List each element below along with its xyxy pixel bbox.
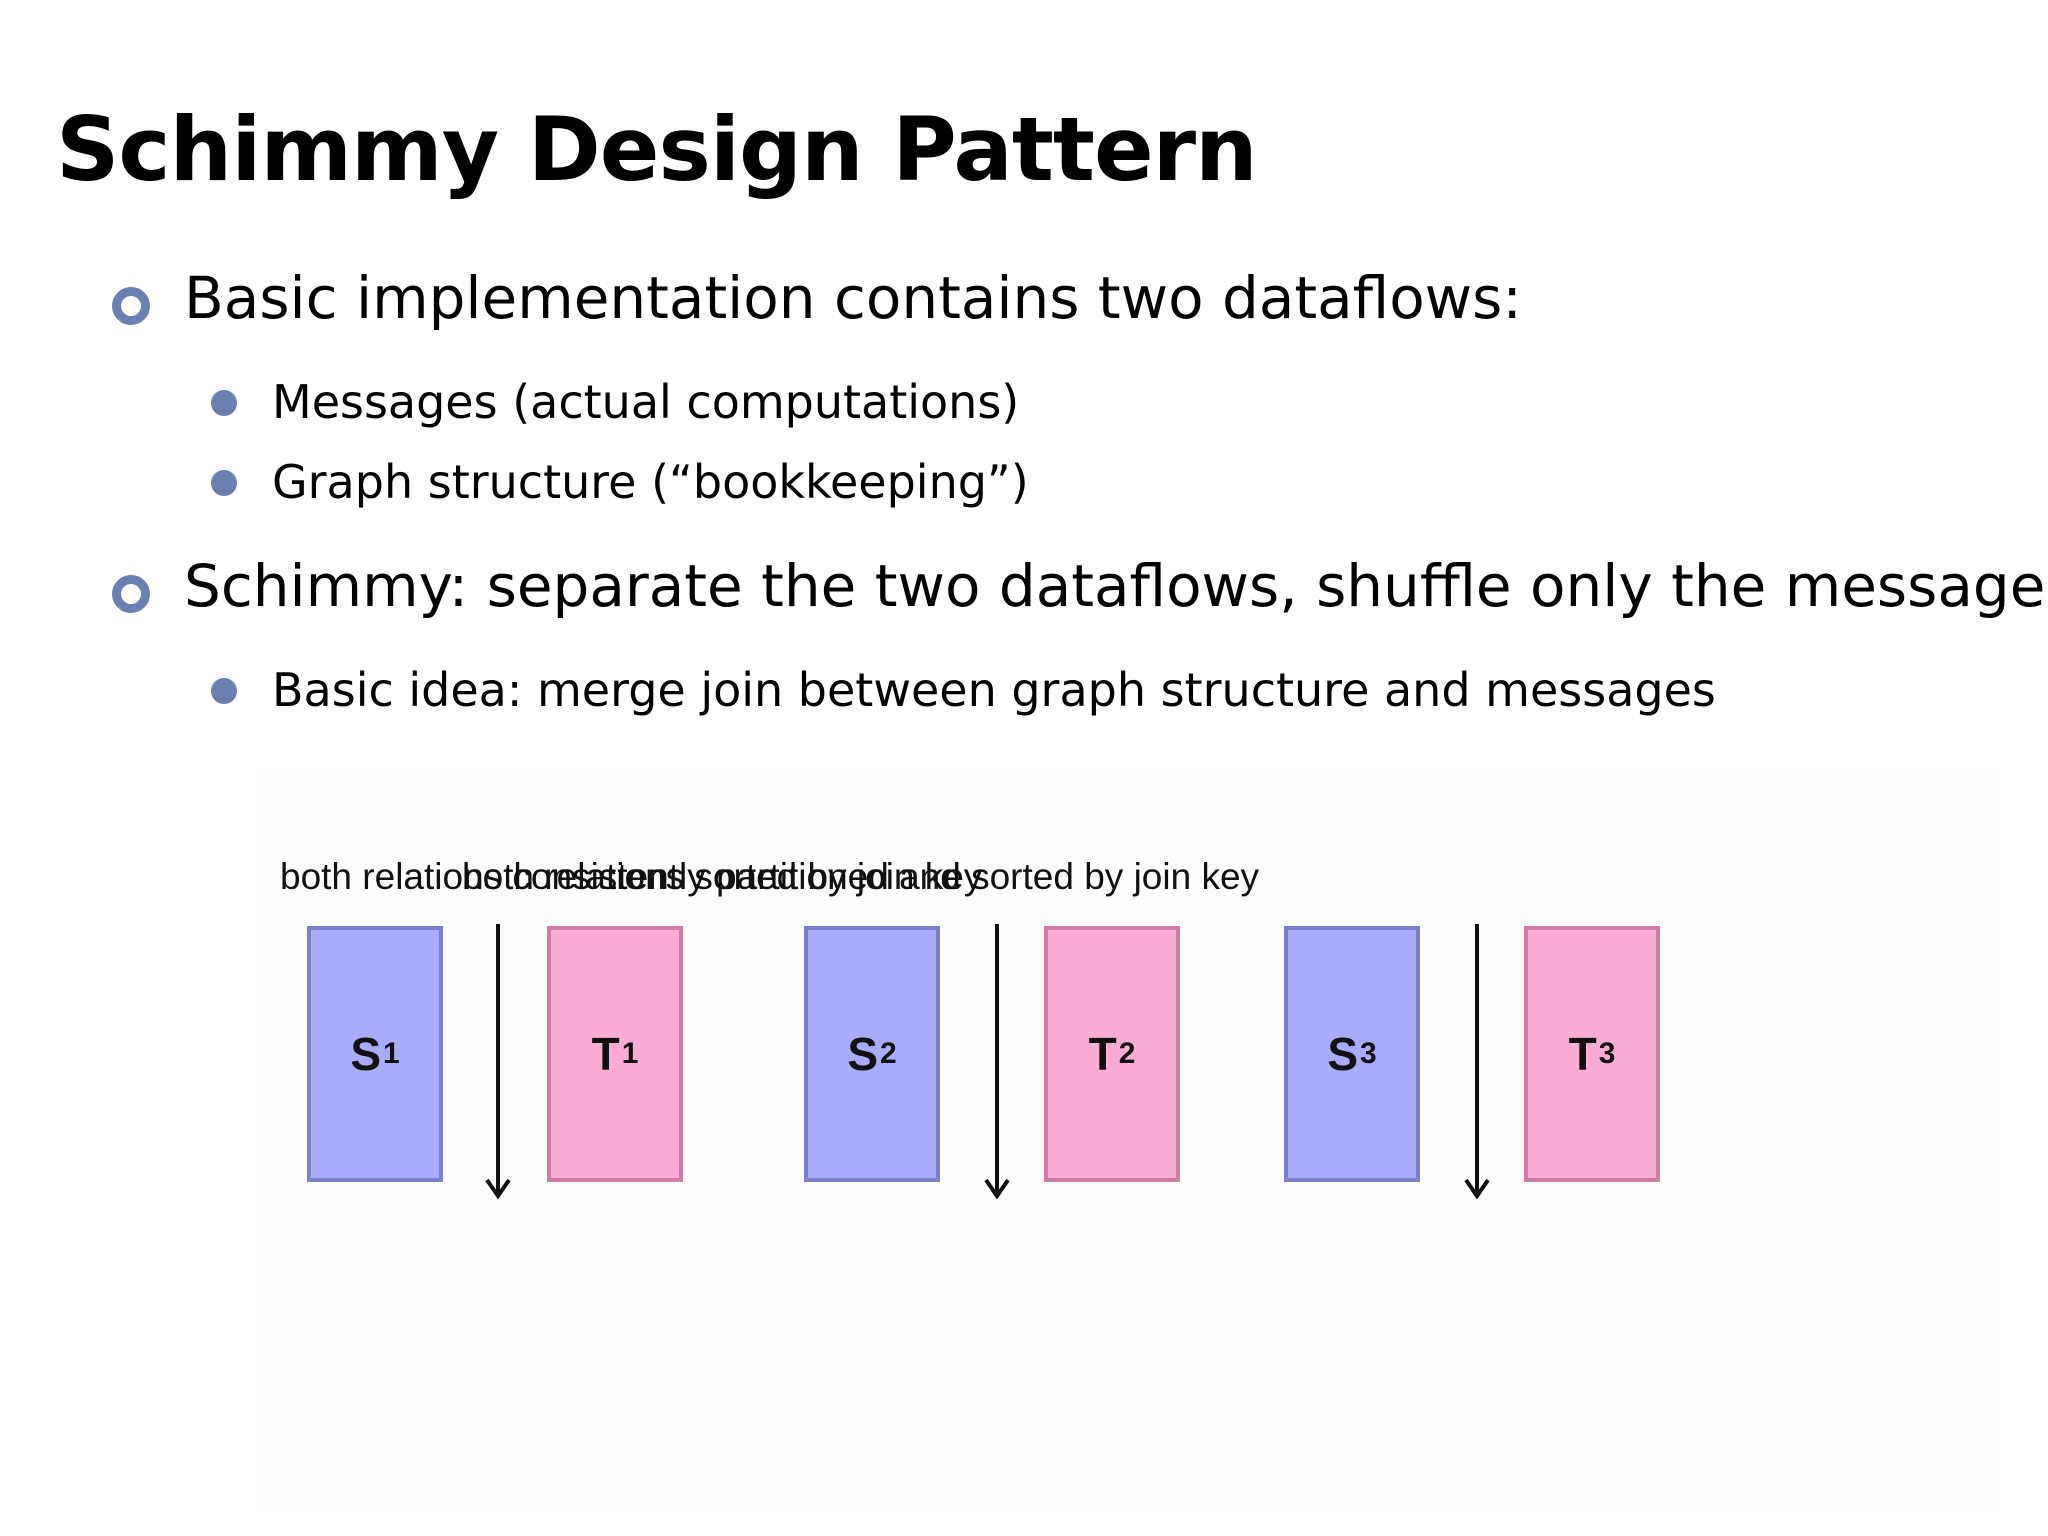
relation-t1-letter: T (591, 1028, 620, 1080)
relation-t2-letter: T (1088, 1028, 1117, 1080)
relation-s1-index: 1 (383, 1037, 400, 1070)
sub-bullet-basic-idea: Basic idea: merge join between graph str… (272, 663, 1716, 717)
relation-t1-index: 1 (621, 1037, 639, 1070)
down-arrow-icon (485, 924, 511, 1200)
relation-s3-index: 3 (1360, 1037, 1377, 1070)
sub-bullet-graph-structure: Graph structure (“bookkeeping”) (272, 455, 1029, 509)
relation-s2-index: 2 (880, 1037, 897, 1070)
dot-bullet-icon (211, 470, 237, 496)
relation-s2-letter: S (847, 1028, 878, 1080)
down-arrow-icon (1464, 924, 1490, 1200)
hollow-circle-bullet-icon (112, 575, 150, 613)
caption-sorted: both relations sorted by join key (462, 856, 983, 897)
slide-title: Schimmy Design Pattern (56, 98, 1258, 201)
bullet-schimmy: Schimmy: separate the two dataflows, shu… (184, 552, 2048, 620)
relation-t3-letter: T (1568, 1028, 1597, 1080)
dot-bullet-icon (211, 390, 237, 416)
bullet-basic-implementation: Basic implementation contains two datafl… (184, 264, 1522, 332)
relation-s1-letter: S (350, 1028, 381, 1080)
relation-s3-letter: S (1327, 1028, 1358, 1080)
caption-partitioned: both relations consistently partitioned … (280, 856, 1260, 897)
relation-t3-index: 3 (1598, 1037, 1616, 1070)
dot-bullet-icon (211, 678, 237, 704)
relation-t2-index: 2 (1118, 1037, 1136, 1070)
hollow-circle-bullet-icon (112, 287, 150, 325)
sub-bullet-messages: Messages (actual computations) (272, 375, 1020, 429)
down-arrow-icon (984, 924, 1010, 1200)
